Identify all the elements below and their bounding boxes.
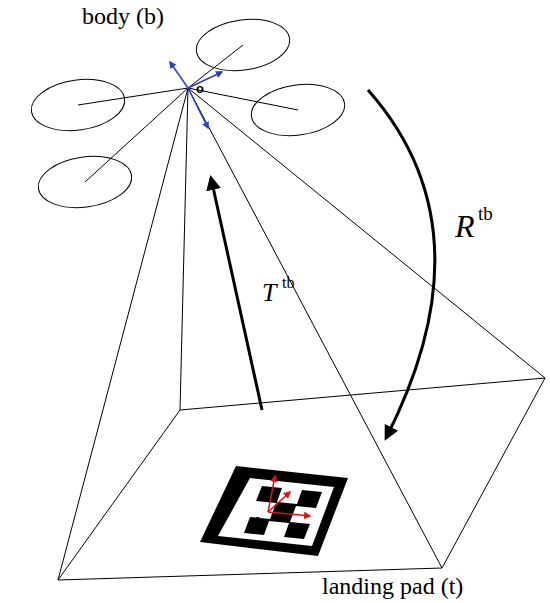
- translation-arrow: [211, 178, 262, 410]
- translation-symbol: T: [262, 280, 276, 306]
- pad-axes: [268, 476, 310, 516]
- origin-label: o: [254, 514, 261, 526]
- origin-label: o: [196, 82, 204, 95]
- rotation-arrow: [368, 90, 435, 438]
- pad-label: landing pad (t): [322, 574, 463, 598]
- view-frustum: [58, 88, 545, 580]
- symbol-superscript: tb: [478, 204, 493, 223]
- body-axes: [170, 62, 222, 128]
- fiducial-marker: [200, 466, 348, 556]
- rotation-symbol: R: [455, 210, 475, 242]
- symbol-superscript: tb: [282, 275, 294, 291]
- body-label: body (b): [82, 4, 164, 28]
- quadrotor: [28, 14, 348, 214]
